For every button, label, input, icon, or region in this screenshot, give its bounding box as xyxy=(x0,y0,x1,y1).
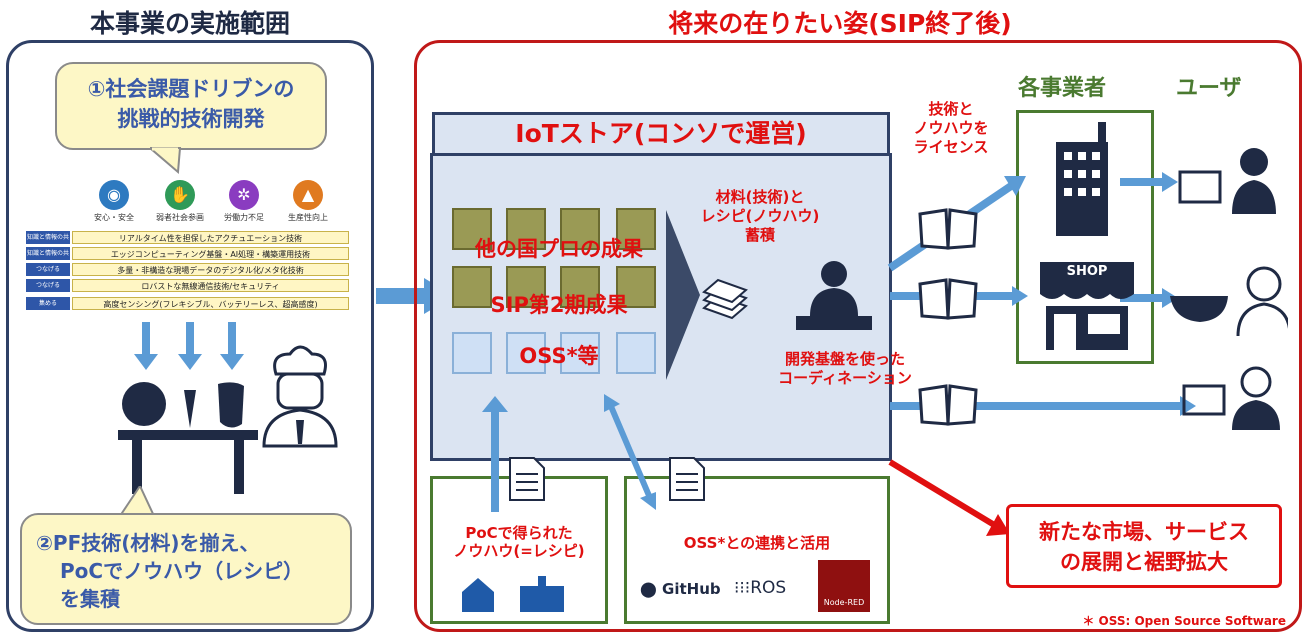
table xyxy=(118,430,258,440)
poc-label: PoCで得られた ノウハウ(=レシピ) xyxy=(432,524,606,560)
bar-text: ロバストな無線通信技術/セキュリティ xyxy=(72,279,349,292)
new-market-line: 新たな市場、サービス xyxy=(1039,520,1249,544)
tech-bar: つなげる ロバストな無線通信技術/セキュリティ xyxy=(26,279,349,292)
poc-line: PoCで得られた xyxy=(465,524,573,542)
ramen-user-icon xyxy=(1170,266,1288,337)
bar-label: 集める xyxy=(26,297,70,310)
bubble-tail xyxy=(150,147,182,175)
right-title: 将来の在りたい姿(SIP終了後) xyxy=(668,9,1012,38)
github-text: GitHub xyxy=(662,580,721,598)
cube-label-other: 他の国プロの成果 xyxy=(475,237,643,261)
bar-label: 知識と情報の共有 xyxy=(26,231,70,254)
category-label: 安心・安全 xyxy=(94,213,134,222)
category-inclusion: ✋ 弱者社会参画 xyxy=(154,180,206,223)
materials-line: 蓄積 xyxy=(744,226,775,244)
oss-document-icon xyxy=(669,457,705,501)
bar-text: エッジコンピューティング基盤・AI処理・構築運用技術 xyxy=(72,247,349,260)
right-panel xyxy=(414,40,1302,632)
coordination-line: 開発基盤を使った xyxy=(784,350,905,368)
users-heading: ユーザ xyxy=(1176,76,1242,101)
materials-line: レシピ(ノウハウ) xyxy=(700,207,820,225)
recipe-book-icon xyxy=(918,278,978,320)
bubble-pf: ②PF技術(材料)を揃え、 PoCでノウハウ（レシピ） を集積 xyxy=(20,513,352,625)
store-chevron xyxy=(666,210,700,380)
bar-label: つなげる xyxy=(26,263,70,276)
bubble-line: ②PF技術(材料)を揃え、 xyxy=(36,531,260,555)
left-title: 本事業の実施範囲 xyxy=(89,9,290,38)
kitchen-illustration xyxy=(118,322,338,494)
iot-store-roof: IoTストア(コンソで運営) xyxy=(432,112,890,156)
poc-up-arrow xyxy=(482,396,508,512)
footnote: ＊ OSS: Open Source Software xyxy=(1082,614,1286,628)
operators-heading: 各事業者 xyxy=(1018,76,1107,101)
poc-line: ノウハウ(=レシピ) xyxy=(453,542,585,560)
oss-bidir-arrow xyxy=(604,394,656,510)
ros-logo: ⁝⁝⁝ROS xyxy=(734,578,787,598)
oss-label: OSS*との連携と活用 xyxy=(683,534,831,552)
coordination-label: 開発基盤を使った コーディネーション xyxy=(760,350,930,388)
poc-document-icon xyxy=(509,457,545,501)
bubble-line: PoCでノウハウ（レシピ） xyxy=(60,559,304,583)
network-icon: ✲ xyxy=(229,180,259,210)
recipe-book-icon xyxy=(918,208,978,250)
category-label: 生産性向上 xyxy=(288,213,328,222)
license-line: ノウハウを xyxy=(913,119,989,137)
documents-stack-icon xyxy=(702,278,748,320)
operator-icon xyxy=(796,261,872,330)
bento-user-icon xyxy=(1182,366,1280,430)
wifi-icon: ◉ xyxy=(99,180,129,210)
github-logo: ⬤ GitHub xyxy=(640,580,721,598)
tech-bar: つなげる 多量・非構造な現場データのデジタル化/メタ化技術 xyxy=(26,263,349,276)
license-line: ライセンス xyxy=(913,138,989,156)
carrot-icon xyxy=(184,390,196,428)
down-arrows xyxy=(134,322,244,370)
bubble-line: を集積 xyxy=(60,587,120,611)
cabbage-icon xyxy=(122,382,166,426)
category-safety: ◉ 安心・安全 xyxy=(88,180,140,223)
new-market-line: の展開と裾野拡大 xyxy=(1060,550,1228,574)
bar-label: 知識と情報の共有 xyxy=(26,247,70,270)
bar-text: 多量・非構造な現場データのデジタル化/メタ化技術 xyxy=(72,263,349,276)
category-productivity: ▲ 生産性向上 xyxy=(282,180,334,223)
bar-text: 高度センシング(フレキシブル、バッテリーレス、超高感度) xyxy=(72,297,349,310)
category-label: 弱者社会参画 xyxy=(156,213,204,222)
bar-text: リアルタイム性を担保したアクチュエーション技術 xyxy=(72,231,349,244)
house-school-icons xyxy=(462,576,564,612)
handshake-icon: ✋ xyxy=(165,180,195,210)
bubble-line: 挑戦的技術開発 xyxy=(117,107,265,131)
coordination-line: コーディネーション xyxy=(778,369,912,387)
cake-user-icon xyxy=(1178,148,1276,214)
bar-label: つなげる xyxy=(26,279,70,292)
tower-icon: ▲ xyxy=(293,180,323,210)
bubble-line: ①社会課題ドリブンの xyxy=(87,77,295,101)
pepper-icon xyxy=(218,382,244,428)
ros-text: ROS xyxy=(750,578,787,598)
tech-bar: 知識と情報の共有 リアルタイム性を担保したアクチュエーション技術 xyxy=(26,231,349,254)
recipe-book-icon xyxy=(918,384,978,426)
node-red-logo: Node-RED xyxy=(818,560,870,612)
chef-icon xyxy=(262,345,338,448)
category-labor: ✲ 労働力不足 xyxy=(218,180,270,223)
cube-label-sip: SIP第2期成果 xyxy=(490,293,628,317)
shop-sign: SHOP xyxy=(1040,262,1134,282)
tech-bar: 集める 高度センシング(フレキシブル、バッテリーレス、超高感度) xyxy=(26,297,349,310)
shop-icon xyxy=(1040,282,1134,350)
cube-label-oss: OSS*等 xyxy=(519,344,599,368)
bubble-challenge: ①社会課題ドリブンの 挑戦的技術開発 xyxy=(55,62,327,150)
building-icon xyxy=(1056,122,1108,236)
materials-line: 材料(技術)と xyxy=(715,188,805,206)
license-label: 技術と ノウハウを ライセンス xyxy=(896,100,1006,157)
materials-label: 材料(技術)と レシピ(ノウハウ) 蓄積 xyxy=(700,188,820,245)
new-market-box: 新たな市場、サービス の展開と裾野拡大 xyxy=(1006,504,1282,588)
license-line: 技術と xyxy=(928,100,974,118)
tech-bar: 知識と情報の共有 エッジコンピューティング基盤・AI処理・構築運用技術 xyxy=(26,247,349,270)
category-label: 労働力不足 xyxy=(224,213,264,222)
